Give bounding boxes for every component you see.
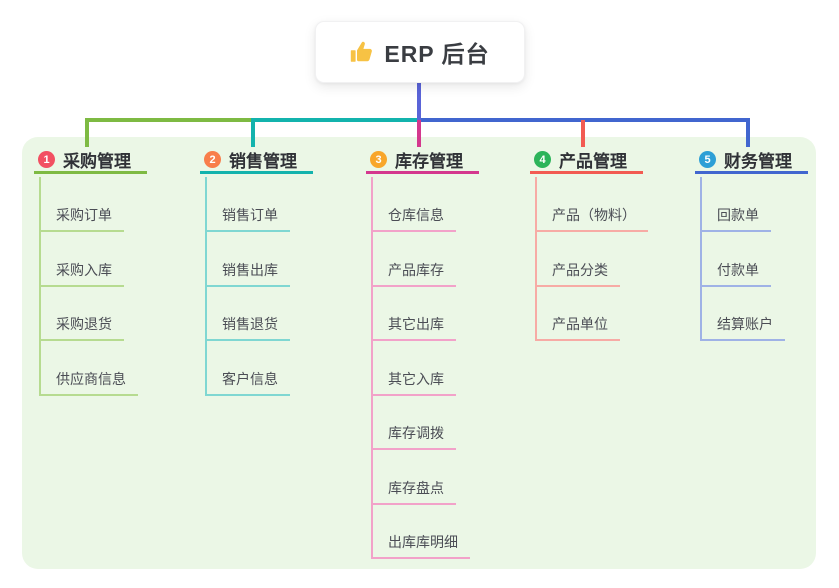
child-node[interactable]: 库存盘点 — [371, 471, 456, 505]
child-node[interactable]: 采购订单 — [39, 198, 124, 232]
child-node[interactable]: 结算账户 — [700, 307, 785, 341]
branch-connector — [85, 120, 89, 147]
child-node[interactable]: 销售订单 — [205, 198, 290, 232]
branch-label: 库存管理 — [395, 152, 463, 171]
root-label: ERP 后台 — [384, 41, 490, 67]
child-node[interactable]: 产品库存 — [371, 253, 456, 287]
child-node[interactable]: 其它入库 — [371, 362, 456, 396]
child-node[interactable]: 仓库信息 — [371, 198, 456, 232]
child-node[interactable]: 出库库明细 — [371, 525, 470, 559]
child-node[interactable]: 产品分类 — [535, 253, 620, 287]
branch-node-3[interactable]: 3 库存管理 — [366, 148, 479, 174]
branch-label: 销售管理 — [229, 152, 297, 171]
bus-segment — [85, 118, 255, 122]
thumbs-up-icon — [350, 40, 374, 64]
child-node[interactable]: 产品单位 — [535, 307, 620, 341]
child-connector-line — [700, 177, 702, 341]
child-node[interactable]: 销售出库 — [205, 253, 290, 287]
root-connector-line — [417, 81, 421, 120]
child-node[interactable]: 回款单 — [700, 198, 771, 232]
child-node[interactable]: 其它出库 — [371, 307, 456, 341]
branch-number-badge: 3 — [370, 151, 387, 168]
child-node[interactable]: 销售退货 — [205, 307, 290, 341]
branch-number-badge: 4 — [534, 151, 551, 168]
branch-number-badge: 1 — [38, 151, 55, 168]
child-node[interactable]: 供应商信息 — [39, 362, 138, 396]
child-node[interactable]: 付款单 — [700, 253, 771, 287]
child-node[interactable]: 产品（物料） — [535, 198, 648, 232]
branch-label: 财务管理 — [724, 152, 792, 171]
branch-connector — [581, 120, 585, 147]
child-node[interactable]: 库存调拨 — [371, 416, 456, 450]
branch-label: 采购管理 — [63, 152, 131, 171]
root-node[interactable]: ERP 后台 — [315, 21, 525, 83]
branch-number-badge: 5 — [699, 151, 716, 168]
branch-connector — [417, 120, 421, 147]
branch-label: 产品管理 — [559, 152, 627, 171]
branch-node-1[interactable]: 1 采购管理 — [34, 148, 147, 174]
branch-number-badge: 2 — [204, 151, 221, 168]
branch-node-5[interactable]: 5 财务管理 — [695, 148, 808, 174]
branch-connector — [251, 120, 255, 147]
background-panel — [22, 137, 816, 569]
branch-node-2[interactable]: 2 销售管理 — [200, 148, 313, 174]
child-connector-line — [535, 177, 537, 341]
child-node[interactable]: 采购入库 — [39, 253, 124, 287]
bus-segment — [251, 118, 421, 122]
branch-connector — [746, 120, 750, 147]
child-connector-line — [371, 177, 373, 559]
child-node[interactable]: 客户信息 — [205, 362, 290, 396]
branch-node-4[interactable]: 4 产品管理 — [530, 148, 643, 174]
child-node[interactable]: 采购退货 — [39, 307, 124, 341]
